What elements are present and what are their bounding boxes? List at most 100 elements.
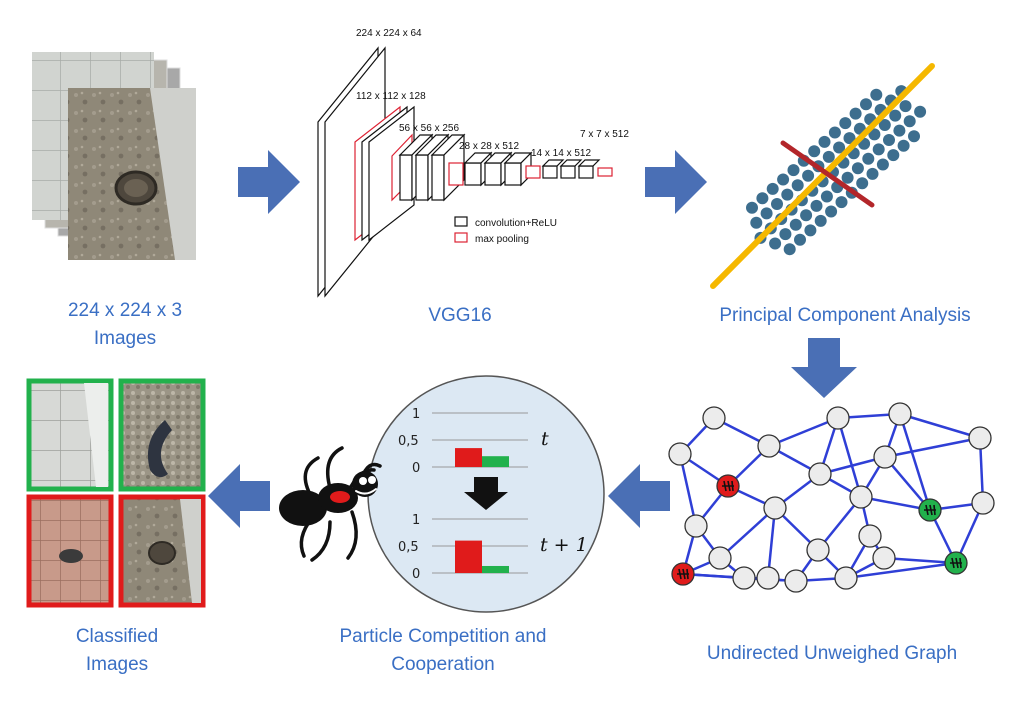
- arrow-right-2: [645, 150, 707, 214]
- graph-node: [968, 426, 992, 450]
- pca-data-point: [750, 216, 763, 229]
- legend-conv-label: convolution+ReLU: [475, 218, 557, 229]
- pca-data-point: [856, 177, 869, 190]
- pca-data-point: [860, 98, 872, 111]
- caption-classified-line1: Classified: [75, 626, 159, 647]
- graph-edge: [719, 507, 776, 559]
- particle-icon: [950, 557, 962, 569]
- pca-data-point: [851, 162, 864, 175]
- pca-data-point: [887, 149, 900, 162]
- pca-data-point: [841, 171, 854, 184]
- caption-images-line2: Images: [93, 328, 157, 349]
- pca-data-point: [839, 117, 852, 130]
- caption-pcc-line2: Cooperation: [391, 654, 495, 675]
- graph-node: [757, 434, 781, 458]
- pca-data-point: [828, 126, 841, 139]
- caption-images: 224 x 224 x 3 Images: [40, 297, 210, 353]
- time-label-t1: t + 1: [540, 534, 588, 556]
- particle-icon: [722, 480, 734, 492]
- pca-data-point: [787, 164, 800, 177]
- graph-node: [702, 406, 726, 430]
- pca-data-point: [769, 237, 782, 250]
- tick-label: 0: [412, 567, 420, 582]
- arrow-down: [791, 338, 857, 398]
- pca-data-point: [876, 158, 889, 171]
- graph-edge: [836, 417, 863, 498]
- graph-node: [849, 485, 873, 509]
- tick-label: 1: [412, 407, 420, 422]
- undirected-graph: [668, 402, 995, 593]
- pca-data-point: [870, 88, 883, 101]
- graph-node: [732, 566, 756, 590]
- pca-data-point: [822, 150, 835, 163]
- vgg-layer-label: 28 x 28 x 512: [459, 141, 519, 152]
- graph-node: [806, 538, 830, 562]
- pca-data-point: [835, 196, 848, 209]
- pca-data-point: [849, 107, 862, 120]
- pca-data-point: [802, 169, 815, 182]
- bar-chart-t: 1 0,5 0 t: [398, 407, 549, 476]
- pca-data-point: [908, 130, 920, 143]
- pca-data-point: [825, 205, 838, 218]
- caption-graph: Undirected Unweighed Graph: [706, 643, 958, 664]
- pca-data-point: [794, 233, 806, 246]
- tick-label: 0,5: [398, 540, 419, 555]
- pca-data-point: [781, 188, 794, 201]
- pca-data-point: [866, 167, 879, 180]
- pca-data-point: [878, 119, 891, 131]
- graph-edge: [766, 507, 777, 579]
- tick-label: 1: [412, 513, 420, 528]
- graph-node: [858, 524, 882, 548]
- graph-edge: [860, 495, 931, 512]
- arrow-left-2: [208, 464, 270, 528]
- graph-edge: [678, 453, 698, 527]
- bar-red-t: [455, 448, 482, 467]
- vgg-layer-label: 112 x 112 x 128: [356, 91, 426, 102]
- graph-node: [708, 546, 732, 570]
- caption-images-line1: 224 x 224 x 3: [67, 300, 183, 321]
- pca-data-point: [833, 141, 846, 154]
- pca-data-point: [889, 109, 902, 122]
- pca-data-point: [820, 190, 833, 203]
- pca-second-axis: [780, 140, 875, 208]
- tick-label: 0,5: [398, 434, 419, 449]
- arrow-right-1: [238, 150, 300, 214]
- ant-particle-icon: [279, 446, 382, 562]
- graph-edge: [883, 556, 957, 565]
- particle-icon: [924, 504, 936, 516]
- pca-data-point: [791, 179, 804, 192]
- arrow-down-black: [464, 477, 508, 510]
- pca-data-point: [810, 199, 823, 212]
- arrow-left-1: [608, 464, 670, 528]
- pca-data-point: [804, 224, 817, 237]
- pca-data-point: [897, 139, 910, 152]
- vgg16-architecture: 224 x 224 x 64 112 x 112 x 128 56 x 56 x…: [317, 28, 629, 298]
- pca-data-point: [777, 173, 790, 186]
- graph-node: [763, 496, 787, 520]
- pca-data-point: [783, 243, 796, 256]
- pca-data-point: [899, 100, 912, 113]
- classified-images: [26, 378, 206, 608]
- caption-vgg16: VGG16: [428, 305, 492, 326]
- vgg-layer-label: 56 x 56 x 256: [399, 123, 459, 134]
- legend-conv-swatch: [454, 216, 468, 227]
- pca-data-point: [883, 134, 895, 146]
- pca-data-point: [914, 105, 927, 118]
- bar-chart-t1: 1 0,5 0 t + 1: [398, 513, 588, 582]
- input-image-stack: [32, 52, 196, 260]
- pca-data-point: [800, 209, 813, 222]
- graph-edge: [898, 413, 932, 511]
- legend-pool-label: max pooling: [475, 234, 529, 245]
- bar-green-t: [482, 456, 509, 467]
- caption-pca: Principal Component Analysis: [719, 305, 971, 326]
- pca-data-point: [818, 135, 831, 148]
- caption-pcc-line1: Particle Competition and: [339, 626, 547, 647]
- bar-green-t1: [482, 565, 509, 573]
- pca-data-point: [779, 228, 792, 241]
- pca-data-point: [843, 132, 856, 145]
- graph-node: [784, 569, 808, 593]
- graph-node: [834, 566, 858, 590]
- vgg-layer-label: 14 x 14 x 512: [531, 148, 591, 159]
- pca-data-point: [903, 115, 916, 128]
